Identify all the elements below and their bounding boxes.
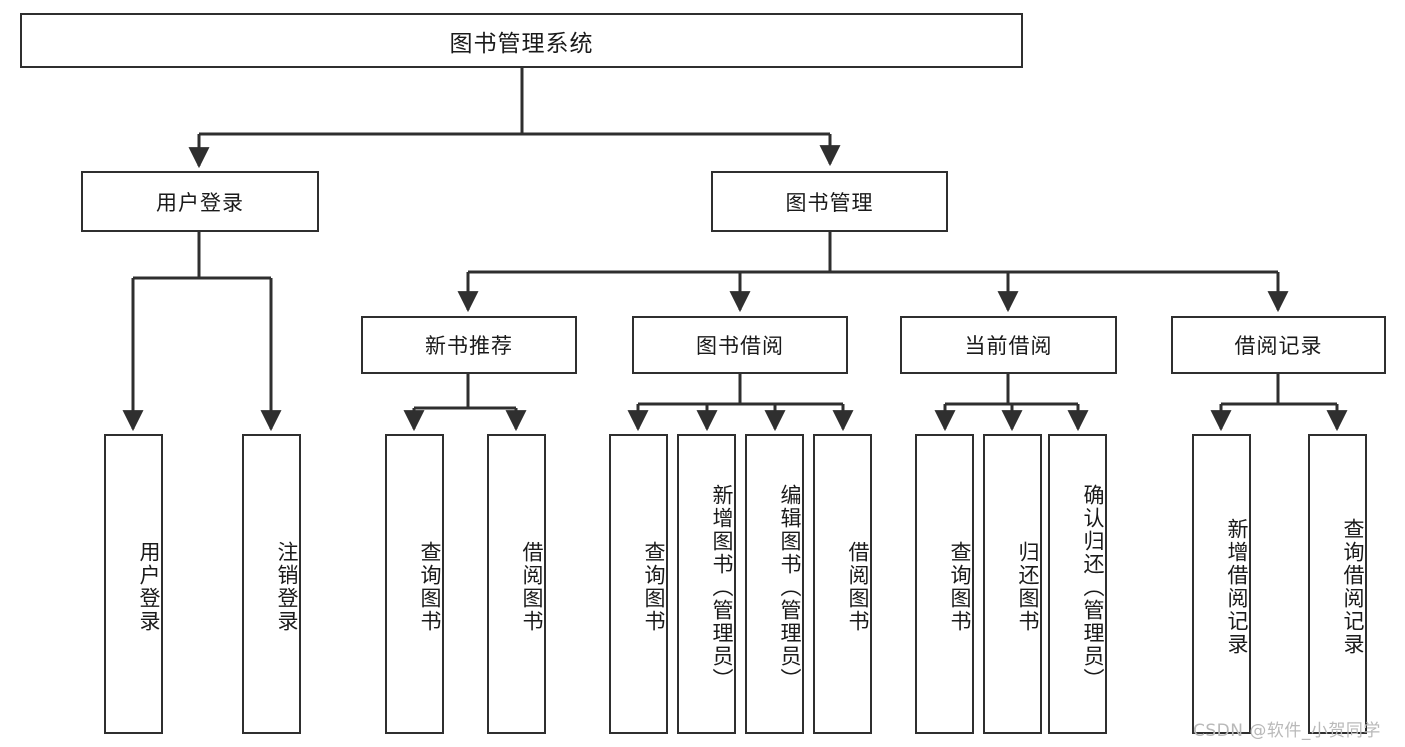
node-label: 查询图书 [948,541,972,633]
node-label: 图书管理 [785,190,874,215]
node-label: 新书推荐 [425,334,513,358]
node-label: 查询图书 [642,541,666,633]
node-current-borrow[interactable]: 当前借阅 [900,316,1117,374]
node-leaf-add-book-admin[interactable]: 新增图书（管理员） [677,434,736,734]
node-leaf-query-book-3[interactable]: 查询图书 [915,434,974,734]
node-label: 当前借阅 [964,334,1053,358]
node-leaf-query-book-2[interactable]: 查询图书 [609,434,668,734]
node-leaf-return-book[interactable]: 归还图书 [983,434,1042,734]
node-new-book-recommend[interactable]: 新书推荐 [361,316,577,374]
node-label: 归还图书 [1016,541,1040,633]
node-root-system[interactable]: 图书管理系统 [20,13,1023,68]
node-label: 图书管理系统 [449,30,594,57]
node-leaf-edit-book-admin[interactable]: 编辑图书（管理员） [745,434,804,734]
csdn-watermark: CSDN @软件_小贺同学 [1193,721,1381,741]
node-label: 用户登录 [156,190,244,215]
node-leaf-logout-login[interactable]: 注销登录 [242,434,301,734]
node-label: 用户登录 [137,541,161,633]
node-user-login[interactable]: 用户登录 [81,171,319,232]
node-label: 确认归还（管理员） [1081,483,1105,691]
node-leaf-user-login[interactable]: 用户登录 [104,434,163,734]
node-leaf-query-borrow-record[interactable]: 查询借阅记录 [1308,434,1367,734]
node-borrow-record[interactable]: 借阅记录 [1171,316,1386,374]
node-leaf-query-book-1[interactable]: 查询图书 [385,434,444,734]
node-book-manage[interactable]: 图书管理 [711,171,948,232]
node-label: 图书借阅 [696,334,784,358]
node-label: 新增图书（管理员） [710,483,734,691]
node-book-borrow[interactable]: 图书借阅 [632,316,848,374]
node-leaf-borrow-book-2[interactable]: 借阅图书 [813,434,872,734]
node-leaf-add-borrow-record[interactable]: 新增借阅记录 [1192,434,1251,734]
node-label: 查询图书 [418,541,442,633]
node-label: 注销登录 [275,541,299,633]
node-label: 借阅图书 [520,541,544,633]
node-label: 借阅记录 [1234,334,1323,358]
node-leaf-borrow-book-1[interactable]: 借阅图书 [487,434,546,734]
node-leaf-confirm-return-admin[interactable]: 确认归还（管理员） [1048,434,1107,734]
node-label: 新增借阅记录 [1225,518,1249,656]
node-label: 查询借阅记录 [1341,518,1365,656]
node-label: 借阅图书 [846,541,870,633]
node-label: 编辑图书（管理员） [778,483,802,691]
